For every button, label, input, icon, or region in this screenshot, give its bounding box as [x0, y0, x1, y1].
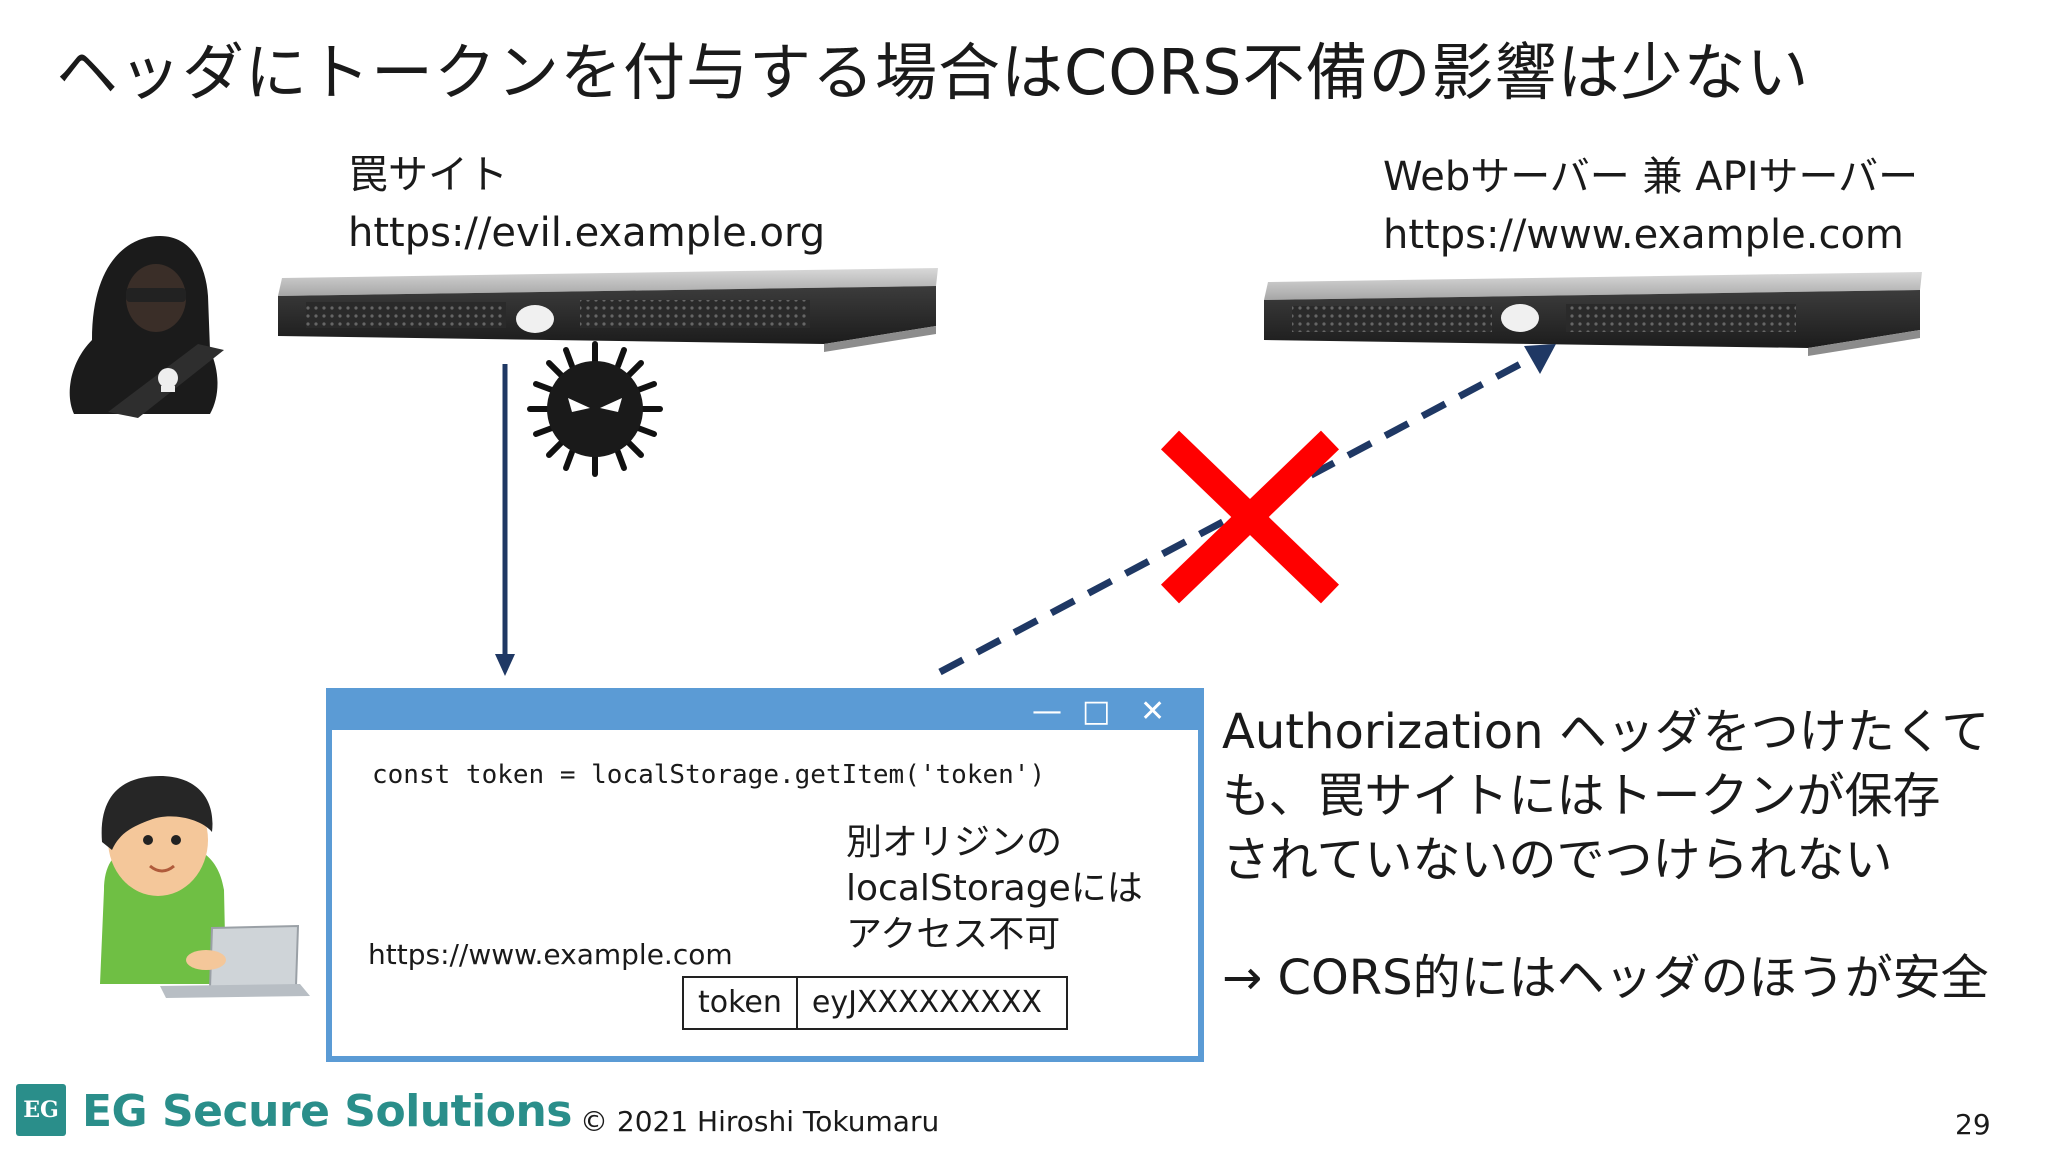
maximize-icon[interactable]: □ [1082, 694, 1111, 729]
browser-title-bar: — □ ✕ [332, 694, 1198, 730]
storage-value-cell: eyJXXXXXXXXX [811, 985, 1042, 1020]
web-server-url: https://www.example.com [1383, 212, 1904, 258]
local-storage-table: token eyJXXXXXXXXX [682, 976, 1068, 1030]
note-line: アクセス不可 [846, 914, 1061, 955]
cross-origin-note: 別オリジンの localStorageには アクセス不可 [846, 820, 1143, 958]
company-name: EG Secure Solutions [82, 1086, 572, 1137]
storage-code: const token = localStorage.getItem('toke… [372, 760, 1046, 790]
request-blocked-cross-icon [1160, 430, 1340, 604]
note-line: localStorageには [846, 868, 1143, 909]
user-icon [100, 776, 226, 984]
explanation-line: Authorization ヘッダをつけたくて [1222, 704, 1990, 760]
origin-label: https://www.example.com [368, 938, 733, 971]
trap-site-name: 罠サイト [348, 152, 508, 198]
page-number: 29 [1955, 1108, 1991, 1141]
note-line: 別オリジンの [846, 822, 1063, 863]
minimize-icon[interactable]: — [1032, 694, 1062, 729]
explanation-text: Authorization ヘッダをつけたくて も、罠サイトにはトークンが保存 … [1222, 700, 1989, 892]
trap-server-icon [278, 268, 938, 352]
conclusion-text: → CORS的にはヘッダのほうが安全 [1222, 950, 1989, 1006]
download-arrow [495, 364, 515, 676]
trap-site-url: https://evil.example.org [348, 210, 826, 256]
copyright: © 2021 Hiroshi Tokumaru [580, 1105, 940, 1138]
hacker-icon [69, 236, 224, 418]
blocked-request-arrow [938, 344, 1556, 676]
close-icon[interactable]: ✕ [1140, 694, 1166, 729]
trap-site-label: 罠サイト https://evil.example.org [348, 146, 825, 262]
slide-title: ヘッダにトークンを付与する場合はCORS不備の影響は少ない [56, 36, 1810, 109]
company-logo-icon: EG [16, 1084, 66, 1136]
virus-icon [527, 341, 663, 477]
explanation-line: されていないのでつけられない [1222, 832, 1893, 888]
web-server-label: Webサーバー 兼 APIサーバー https://www.example.co… [1383, 148, 1918, 264]
explanation-line: も、罠サイトにはトークンが保存 [1222, 768, 1941, 824]
laptop-icon [160, 924, 310, 998]
web-server-name: Webサーバー 兼 APIサーバー [1383, 154, 1919, 200]
storage-key-cell: token [684, 978, 798, 1028]
web-server-icon [1264, 272, 1922, 356]
